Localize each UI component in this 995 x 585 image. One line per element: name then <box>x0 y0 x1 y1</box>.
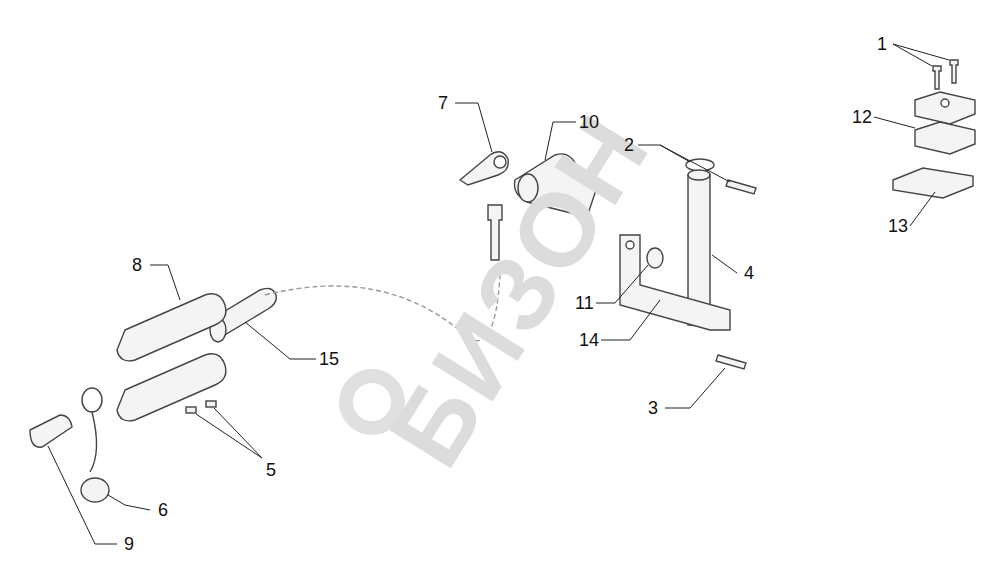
callout-number: 11 <box>575 293 594 313</box>
callout-number: 14 <box>579 330 599 350</box>
callout-number: 2 <box>624 135 634 155</box>
callout-number: 13 <box>888 216 908 236</box>
callout-number: 9 <box>124 534 134 554</box>
callout-number: 10 <box>579 112 599 132</box>
callout-number: 4 <box>744 263 754 283</box>
parts <box>30 60 975 502</box>
callout-number: 12 <box>852 107 872 127</box>
callout-number: 6 <box>158 500 168 520</box>
callout-number: 5 <box>266 460 276 480</box>
callout-number: 7 <box>438 93 448 113</box>
callout-number: 1 <box>877 34 887 54</box>
callout-number: 8 <box>132 255 142 275</box>
leader-lines <box>48 44 949 544</box>
callout-number: 15 <box>319 349 339 369</box>
callout-number: 3 <box>648 398 658 418</box>
